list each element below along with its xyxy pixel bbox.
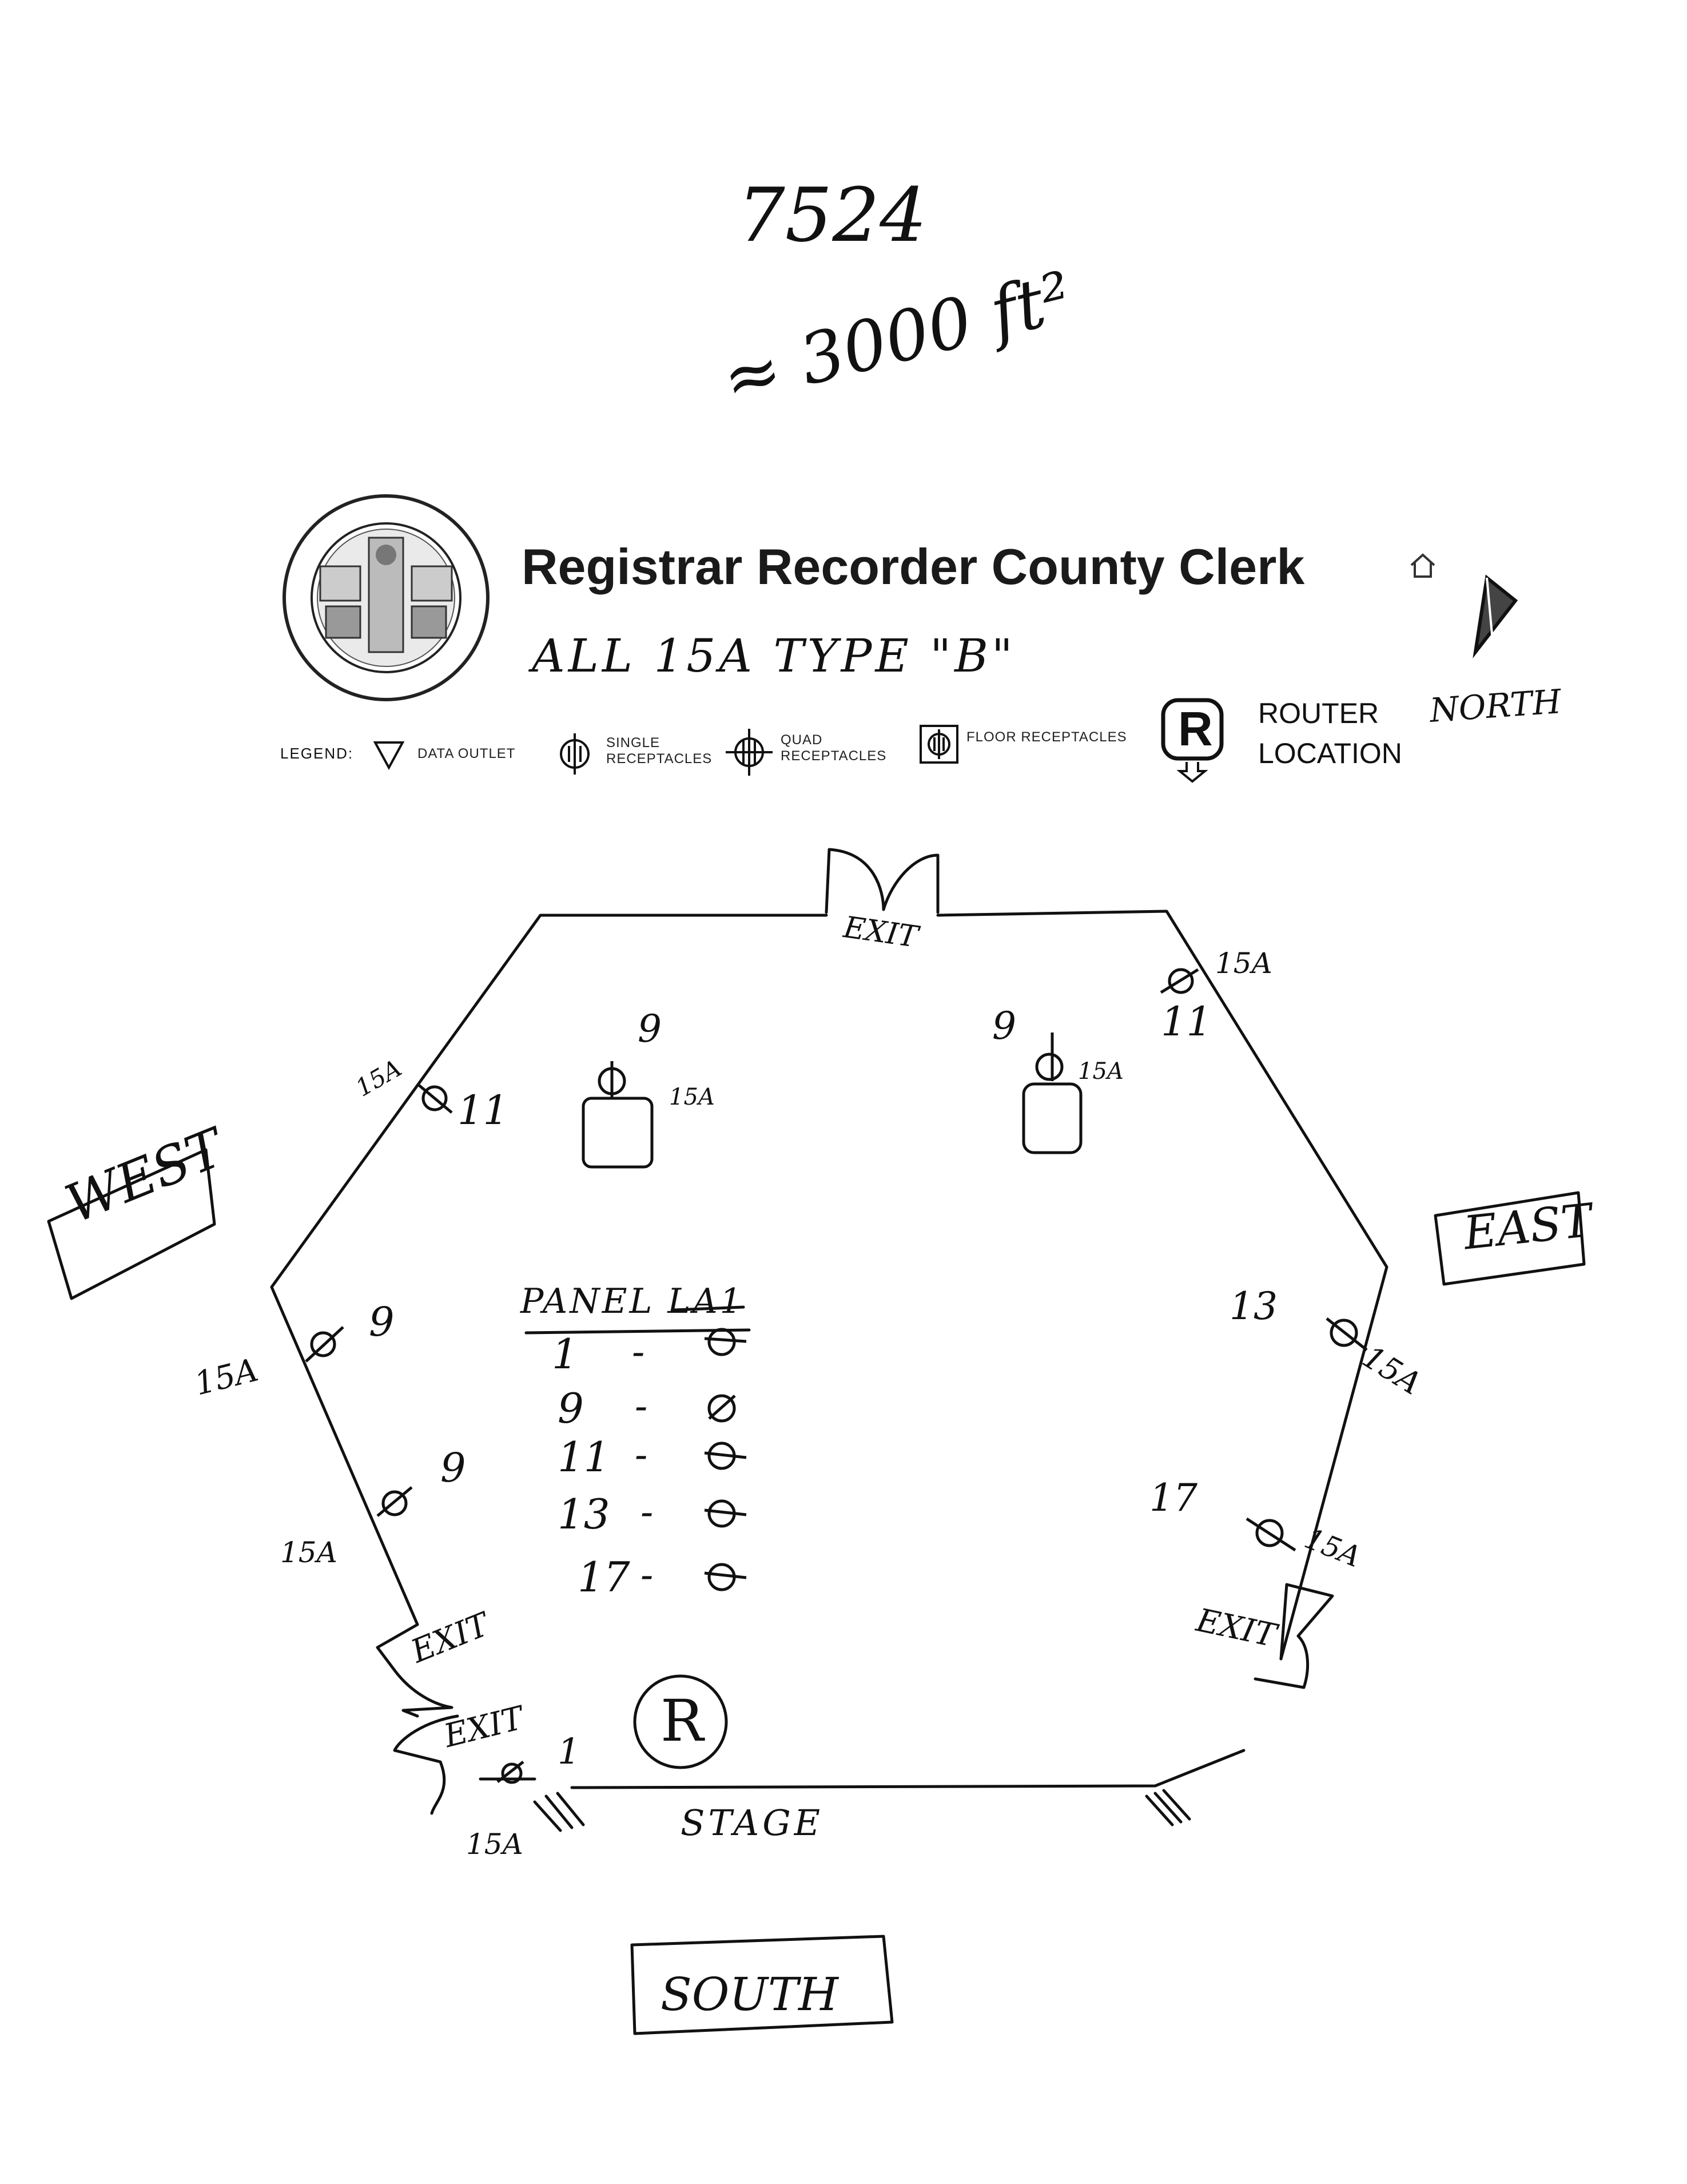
county-seal bbox=[280, 492, 492, 704]
legend-quad-receptacles: QUAD RECEPTACLES bbox=[781, 732, 887, 764]
outlet-circuit-sw: 1 bbox=[558, 1730, 580, 1772]
outlet-circuit-table-right: 9 bbox=[992, 1004, 1016, 1048]
outlet-circuit-nw: 11 bbox=[457, 1087, 509, 1134]
floor-receptacle-icon bbox=[918, 724, 960, 765]
sheet-number: 7524 bbox=[738, 172, 927, 259]
east-box bbox=[1434, 1191, 1586, 1286]
panel-circuit-9: 9 bbox=[558, 1384, 584, 1432]
page-title: Registrar Recorder County Clerk bbox=[522, 538, 1305, 595]
router-label-line1: ROUTER bbox=[1258, 697, 1379, 729]
legend-data-outlet: DATA OUTLET bbox=[417, 746, 516, 761]
exit-door-west-2 bbox=[393, 1714, 459, 1815]
table-right bbox=[1022, 1082, 1083, 1154]
stage-left-hatch bbox=[533, 1792, 585, 1832]
direction-south: SOUTH bbox=[661, 1968, 838, 2021]
west-box bbox=[47, 1148, 216, 1300]
panel-circuit-11: 11 bbox=[558, 1433, 610, 1481]
floor-receptacle-left bbox=[598, 1061, 626, 1098]
outlet-circuit-west-lower: 9 bbox=[440, 1444, 466, 1491]
panel-underline bbox=[524, 1328, 751, 1335]
home-icon bbox=[1408, 550, 1438, 580]
router-icon-letter: R bbox=[1178, 702, 1213, 756]
south-box bbox=[630, 1935, 894, 2035]
subtitle-note: ALL 15A TYPE "B" bbox=[532, 629, 1016, 682]
receptacle-nw bbox=[416, 1083, 453, 1114]
panel-sep-1: - bbox=[632, 1330, 645, 1374]
outlet-rating-ne: 15A bbox=[1215, 947, 1272, 980]
table-left bbox=[582, 1097, 654, 1169]
panel-sep-9: - bbox=[635, 1384, 648, 1428]
panel-sep-17: - bbox=[640, 1553, 654, 1597]
outlet-circuit-east-lower: 17 bbox=[1149, 1476, 1197, 1520]
legend-label: LEGEND: bbox=[280, 745, 354, 762]
panel-sep-13: - bbox=[640, 1490, 654, 1534]
outlet-circuit-table-left: 9 bbox=[638, 1007, 662, 1051]
outlet-circuit-east-upper: 13 bbox=[1230, 1284, 1278, 1328]
panel-row-symbols bbox=[704, 1328, 747, 1591]
router-location-mark bbox=[633, 1674, 728, 1769]
panel-sep-11: - bbox=[635, 1433, 648, 1477]
outlet-rating-west-lower: 15A bbox=[280, 1536, 337, 1569]
data-outlet-icon bbox=[372, 738, 406, 772]
floor-receptacle-right bbox=[1035, 1033, 1064, 1081]
receptacle-west-upper bbox=[305, 1326, 344, 1363]
receptacle-sw bbox=[496, 1761, 524, 1784]
router-icon bbox=[1161, 698, 1224, 784]
panel-circuit-1: 1 bbox=[552, 1330, 578, 1378]
outlet-circuit-west-upper: 9 bbox=[369, 1299, 395, 1345]
outlet-rating-table-left: 15A bbox=[669, 1084, 715, 1110]
room-outline bbox=[270, 910, 1388, 1789]
router-label-line2: LOCATION bbox=[1258, 737, 1402, 769]
receptacle-ne bbox=[1160, 968, 1199, 994]
outlet-circuit-ne: 11 bbox=[1161, 998, 1212, 1045]
legend-floor-receptacles: FLOOR RECEPTACLES bbox=[966, 729, 1127, 745]
quad-receptacle-icon bbox=[723, 726, 775, 778]
north-arrow-icon bbox=[1453, 566, 1527, 664]
panel-circuit-17: 17 bbox=[578, 1553, 630, 1601]
outlet-rating-sw: 15A bbox=[466, 1828, 523, 1861]
exit-door-west-1 bbox=[376, 1623, 453, 1718]
single-receptacle-icon bbox=[552, 731, 598, 777]
receptacle-east-lower bbox=[1246, 1517, 1296, 1552]
receptacle-east-upper bbox=[1326, 1317, 1368, 1351]
router-location-letter: R bbox=[661, 1687, 704, 1754]
exit-door-east bbox=[1254, 1583, 1334, 1689]
stage-right-hatch bbox=[1145, 1789, 1191, 1826]
panel-circuit-13: 13 bbox=[558, 1490, 610, 1538]
outlet-rating-table-right: 15A bbox=[1078, 1058, 1124, 1085]
exit-door-top bbox=[825, 848, 940, 914]
legend-single-receptacles: SINGLE RECEPTACLES bbox=[606, 735, 713, 767]
receptacle-west-lower bbox=[376, 1486, 413, 1517]
panel-title: PANEL LA1 bbox=[520, 1281, 744, 1321]
stage-label: STAGE bbox=[681, 1802, 823, 1844]
